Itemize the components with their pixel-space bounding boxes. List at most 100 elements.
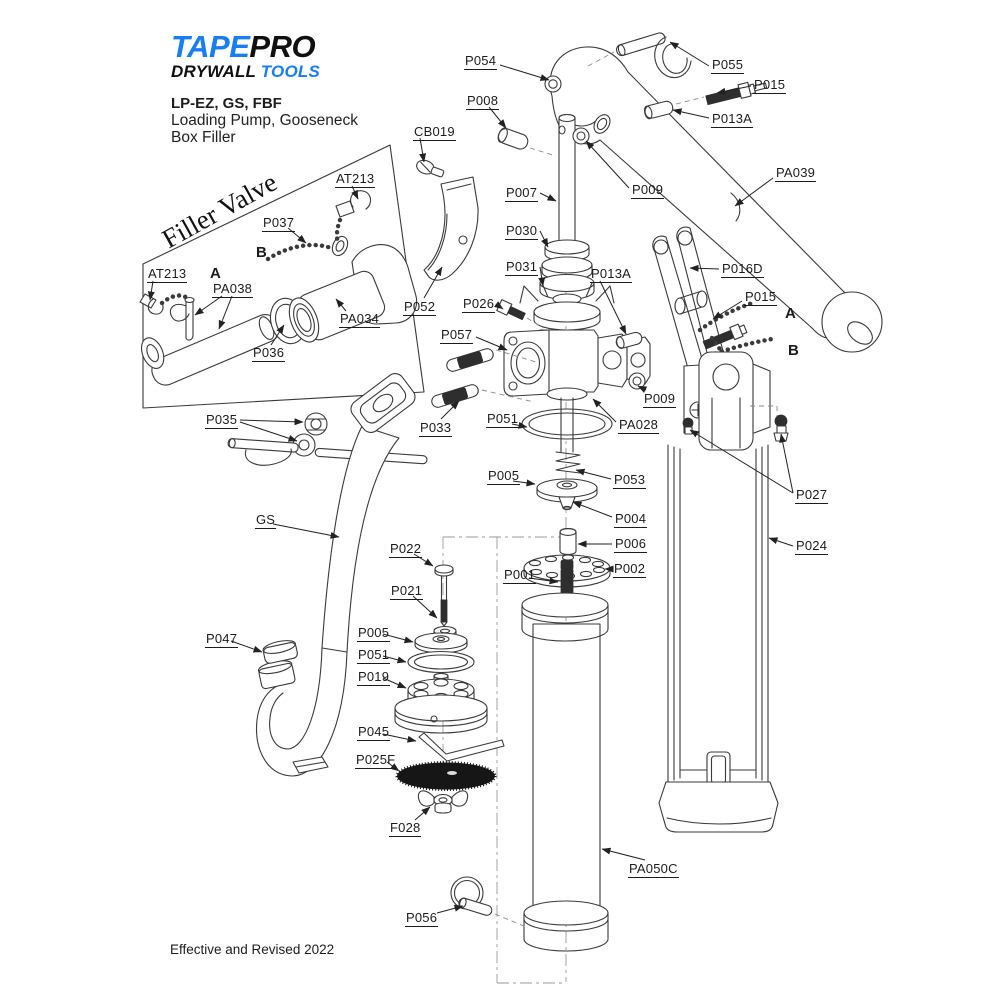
leader-line-pa028 xyxy=(592,398,617,423)
leader-line-p052 xyxy=(423,266,443,299)
leader-line-p055 xyxy=(669,41,710,67)
leader-line-p019 xyxy=(382,677,407,689)
product-name-line2: Box Filler xyxy=(171,128,236,146)
leader-line-p054 xyxy=(499,64,550,81)
product-name-line1: Loading Pump, Gooseneck xyxy=(171,111,358,129)
part-label-p047: P047 xyxy=(205,631,239,648)
leader-line-p027 xyxy=(779,433,794,494)
part-label-cb019: CB019 xyxy=(413,124,456,141)
part-label-b-inset: B xyxy=(256,244,268,261)
brand-drywall-text: DRYWALL xyxy=(171,62,256,81)
part-label-p033: P033 xyxy=(419,420,453,437)
part-label-p022: P022 xyxy=(389,541,423,558)
leader-line-p047 xyxy=(230,640,263,653)
part-label-p005-low: P005 xyxy=(357,625,391,642)
part-label-p013a-top: P013A xyxy=(711,111,754,128)
leader-line-p009-mid xyxy=(637,385,648,393)
part-label-pa038: PA038 xyxy=(212,281,254,298)
model-codes: LP-EZ, GS, FBF xyxy=(171,95,282,112)
revision-note: Effective and Revised 2022 xyxy=(170,942,335,957)
part-label-p013a-mid: P013A xyxy=(590,266,633,283)
part-label-p031: P031 xyxy=(505,259,539,276)
part-label-a-inset: A xyxy=(210,265,222,282)
leader-line-p005-low xyxy=(382,633,414,644)
part-label-p016d: P016D xyxy=(721,261,764,278)
part-label-p009-top: P009 xyxy=(631,182,665,199)
part-label-p015-top: P015 xyxy=(753,77,787,94)
piston-stack-drawing xyxy=(521,397,613,614)
valve-body-drawing xyxy=(431,282,651,408)
part-label-p027: P027 xyxy=(795,487,829,504)
tube-pa050c-drawing xyxy=(450,592,609,952)
part-label-p007: P007 xyxy=(505,185,539,202)
leader-line-pa038 xyxy=(218,295,233,330)
leader-line-p024 xyxy=(768,537,794,547)
part-label-p021: P021 xyxy=(390,583,424,600)
bracket-p024-drawing xyxy=(658,335,789,833)
leader-line-p022 xyxy=(413,553,434,567)
leader-line-p051-mid xyxy=(511,421,528,429)
part-label-p008: P008 xyxy=(466,93,500,110)
leader-line-p008 xyxy=(488,106,507,129)
part-label-p053: P053 xyxy=(613,472,647,489)
part-label-p026: P026 xyxy=(462,296,496,313)
gooseneck-gs-drawing xyxy=(227,373,428,777)
part-label-p030: P030 xyxy=(505,223,539,240)
top-fasteners-drawing xyxy=(497,32,768,157)
foot-valve-drawing xyxy=(394,564,505,814)
leader-line-p030 xyxy=(539,230,549,248)
leader-line-p004 xyxy=(572,501,613,518)
brand-logo-line1: TAPEPRO xyxy=(171,31,320,62)
leader-line-p001 xyxy=(528,577,559,585)
part-label-a-main: A xyxy=(785,305,797,322)
brand-tools-text: TOOLS xyxy=(260,62,321,81)
part-label-p005-up: P005 xyxy=(487,468,521,485)
leader-line-p035 xyxy=(239,421,298,442)
brand-logo: TAPEPRO DRYWALL TOOLS xyxy=(171,31,320,82)
part-label-p037: P037 xyxy=(262,215,296,232)
leader-line-pa034 xyxy=(335,298,347,312)
part-label-p035: P035 xyxy=(205,412,239,429)
leader-line-at213-top xyxy=(351,185,359,200)
brand-tape-text: TAPE xyxy=(171,29,250,64)
leader-lines-layer xyxy=(147,41,794,914)
leader-line-p026 xyxy=(494,301,504,310)
part-label-p004: P004 xyxy=(614,511,648,528)
filler-valve-inset-border xyxy=(142,144,425,409)
leader-line-p015-top xyxy=(716,85,752,95)
part-label-p015-mid: P015 xyxy=(744,289,778,306)
leader-line-p025f xyxy=(386,761,400,772)
leader-line-p057 xyxy=(475,336,508,351)
part-label-p001: P001 xyxy=(503,567,537,584)
part-label-pa039: PA039 xyxy=(775,165,817,182)
leader-line-p016d xyxy=(689,264,720,272)
leader-line-p036 xyxy=(270,324,285,346)
part-label-p045: P045 xyxy=(357,724,391,741)
leader-line-p051-low xyxy=(382,655,407,664)
leader-line-p027 xyxy=(689,429,794,494)
leader-line-p033 xyxy=(440,400,460,420)
part-label-p056: P056 xyxy=(405,910,439,927)
leader-line-p031 xyxy=(538,266,546,287)
part-label-gs: GS xyxy=(255,512,277,529)
part-label-p009-mid: P009 xyxy=(643,391,677,408)
part-label-at213-left: AT213 xyxy=(147,266,188,283)
part-label-pa028: PA028 xyxy=(618,417,660,434)
part-label-p006: P006 xyxy=(614,536,648,553)
leader-line-pa039 xyxy=(734,177,774,207)
handle-pa039-drawing xyxy=(544,46,883,353)
part-label-p002: P002 xyxy=(613,561,647,578)
part-label-p055: P055 xyxy=(711,57,745,74)
part-label-p036: P036 xyxy=(252,345,286,362)
pump-rod-drawing xyxy=(539,113,595,305)
part-label-p051-low: P051 xyxy=(357,647,391,664)
leader-line-f028 xyxy=(414,806,431,821)
leader-line-p045 xyxy=(382,733,417,743)
part-label-p024: P024 xyxy=(795,538,829,555)
part-label-f028: F028 xyxy=(389,820,422,837)
leader-line-pa050c xyxy=(601,847,646,861)
part-label-p025f: P025F xyxy=(355,752,397,769)
part-label-at213-top: AT213 xyxy=(335,171,376,188)
part-label-p051-mid: P051 xyxy=(486,411,520,428)
